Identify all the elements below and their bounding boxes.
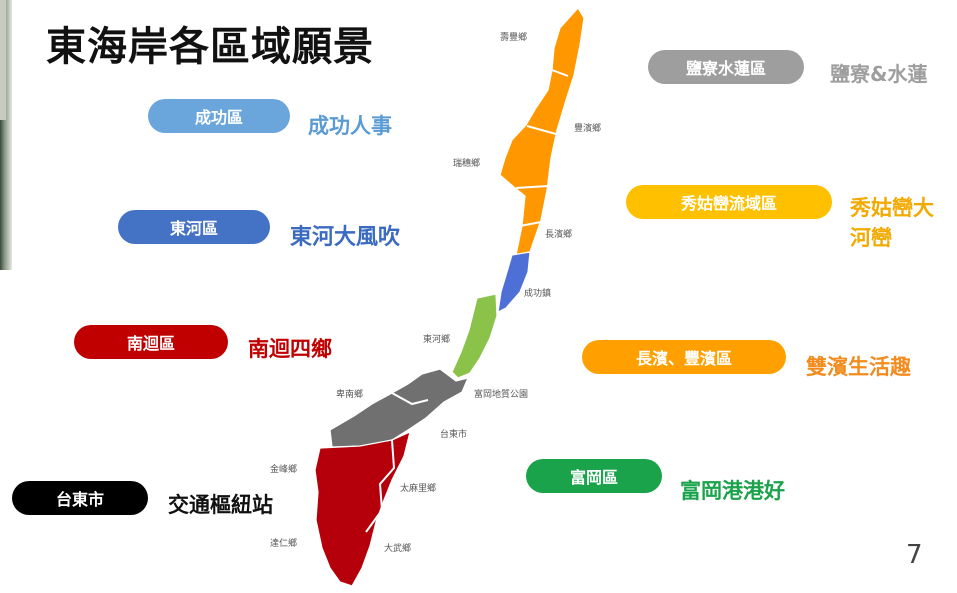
region-desc-taitung-city: 交通樞紐站: [168, 493, 273, 517]
region-pill-fugang[interactable]: 富岡區: [526, 459, 662, 493]
page-number: 7: [906, 540, 923, 570]
region-pill-nanhui[interactable]: 南迴區: [74, 325, 228, 359]
township-label: 富岡地質公園: [474, 390, 529, 400]
region-pill-donghe[interactable]: 東河區: [118, 210, 270, 244]
region-pill-shuangbin[interactable]: 長濱、豐濱區: [582, 340, 786, 374]
photo-edge-highlight: [0, 0, 6, 120]
region-pill-xiuguluan[interactable]: 秀姑巒流域區: [626, 185, 832, 219]
region-pill-chenggong[interactable]: 成功區: [148, 99, 290, 133]
region-desc-shuangbin: 雙濱生活趣: [806, 355, 911, 379]
map-zone-chenggong: [497, 251, 531, 314]
township-label: 長濱鄉: [545, 230, 573, 240]
township-label: 壽豐鄉: [500, 33, 528, 43]
township-label: 台東市: [440, 430, 468, 440]
region-desc-yanliao: 鹽寮&水蓮: [830, 62, 928, 86]
township-label: 太麻里鄉: [400, 484, 437, 494]
region-pill-yanliao[interactable]: 鹽寮水蓮區: [648, 50, 804, 84]
region-desc-donghe: 東河大風吹: [290, 225, 401, 250]
region-desc-nanhui: 南迴四鄉: [248, 337, 332, 361]
map-zone-donghe: [451, 293, 498, 379]
page-title: 東海岸各區域願景: [46, 24, 374, 70]
township-label: 豐濱鄉: [574, 124, 602, 134]
region-desc-fugang: 富岡港港好: [680, 479, 785, 503]
township-label: 大武鄉: [384, 544, 412, 554]
township-label: 瑞穗鄉: [453, 159, 481, 169]
township-label: 成功鎮: [524, 289, 552, 299]
township-label: 東河鄉: [423, 335, 451, 345]
region-desc-chenggong: 成功人事: [308, 114, 392, 138]
township-label: 卑南鄉: [336, 390, 364, 400]
map-zone-south: [314, 430, 411, 587]
township-label: 達仁鄉: [270, 539, 298, 549]
region-pill-taitung-city[interactable]: 台東市: [12, 481, 148, 515]
map-zone-north: [499, 6, 585, 256]
region-desc-xiuguluan: 秀姑巒大河巒: [850, 196, 934, 250]
township-label: 金峰鄉: [270, 465, 298, 475]
